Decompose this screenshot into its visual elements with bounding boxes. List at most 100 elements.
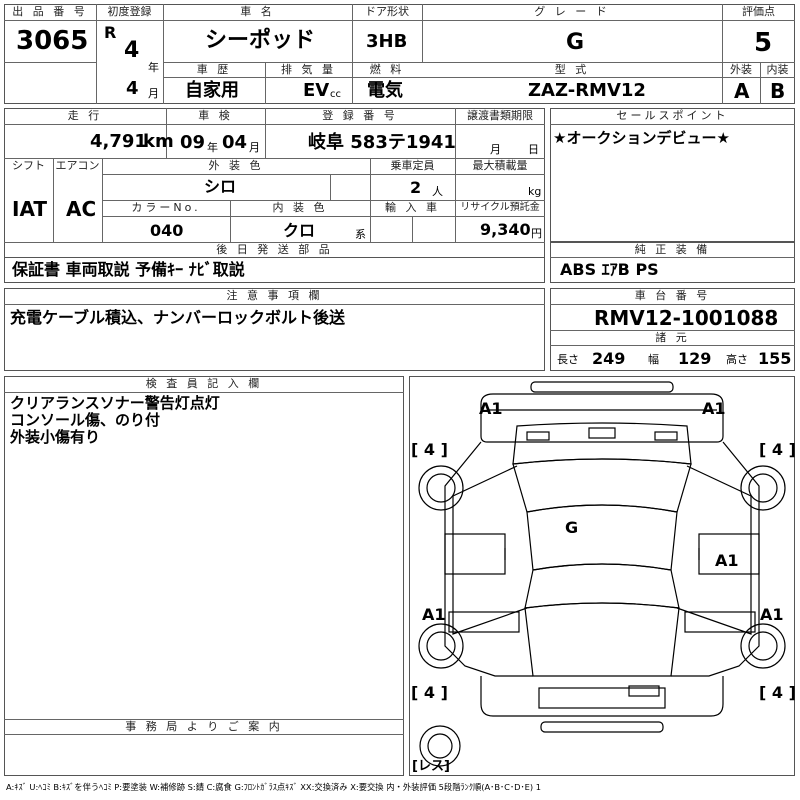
inspector-line-3: 外装小傷有り: [10, 428, 101, 446]
equipment-label: 純 正 装 備: [634, 243, 711, 256]
recycle-deposit-label: リサイクル預託金: [460, 202, 540, 213]
displacement-label: 排 気 量: [281, 63, 336, 76]
sales-point-box: [550, 108, 795, 242]
chassis-number: RMV12-1001088: [594, 306, 779, 330]
dimensions-label: 諸 元: [655, 331, 690, 344]
damage-rear-right: A1: [760, 605, 784, 624]
spare-tire: [レス]: [412, 759, 450, 774]
recycle-deposit: 9,340: [480, 220, 531, 239]
score: 5: [754, 28, 773, 58]
year-unit: 年: [148, 61, 159, 74]
notes-label: 注 意 事 項 欄: [226, 289, 323, 302]
mileage-label: 走 行: [67, 109, 103, 122]
notes-box: [4, 288, 545, 371]
length-value: 249: [592, 349, 626, 368]
door-type-label: ドア形状: [365, 5, 409, 18]
later-parts-box: [4, 257, 545, 283]
registration-year: 4: [124, 38, 140, 63]
inspection-label: 車 検: [198, 109, 233, 122]
damage-side-right: A1: [715, 551, 739, 570]
sales-point-label: セールスポイント: [616, 109, 729, 122]
inspection-year: 09: [180, 132, 206, 153]
exterior-color: シロ: [204, 177, 237, 196]
color-number: 040: [150, 221, 184, 240]
recycle-unit: 円: [531, 227, 542, 240]
tire-rear-right: [ 4 ]: [759, 683, 796, 702]
equipment-text: ABS ｴｱB PS: [560, 260, 659, 279]
grade-label: グ レ ー ド: [534, 5, 610, 18]
car-diagram: [418, 381, 786, 767]
legend: A:ｷｽﾞ U:ﾍｺﾐ B:ｷｽﾞを伴うﾍｺﾐ P:要塗装 W:補修跡 S:錆 …: [6, 782, 542, 792]
aircon: AC: [66, 197, 97, 221]
height-label: 高さ: [726, 353, 748, 366]
later-parts-text: 保証書 車両取説 予備ｷｰ ﾅﾋﾞ取説: [12, 260, 245, 279]
lot-number: 3065: [16, 26, 89, 56]
era-mark: R: [104, 23, 117, 42]
history-label: 車 歴: [196, 63, 232, 76]
capacity: 2: [410, 178, 422, 197]
mileage: 4,791: [90, 131, 147, 152]
office-label: 事 務 局 よ り ご 案 内: [125, 720, 283, 733]
details-box: [4, 108, 545, 258]
chassis-box: [550, 288, 795, 371]
aircon-label: エアコン: [55, 159, 100, 172]
transfer-month-unit: 月: [490, 143, 501, 156]
inspection-month-unit: 月: [249, 141, 260, 154]
inspection-month: 04: [222, 132, 248, 153]
registration-month: 4: [126, 78, 139, 99]
width-label: 幅: [648, 353, 659, 366]
sales-point-text: ★オークションデビュー★: [553, 129, 730, 147]
model-code: ZAZ-RMV12: [528, 80, 646, 101]
history: 自家用: [185, 80, 239, 101]
inspector-label: 検 査 員 記 入 欄: [145, 377, 263, 390]
damage-rear-left: A1: [422, 605, 446, 624]
interior-score: B: [770, 79, 786, 103]
shift: IAT: [12, 197, 48, 221]
diagram-box: [409, 376, 795, 776]
inspector-box: [4, 376, 404, 776]
car-name: シーポッド: [205, 28, 316, 53]
first-registration-label: 初度登録: [107, 5, 152, 18]
notes-text: 充電ケーブル積込、ナンバーロックボルト後送: [10, 308, 346, 327]
inspector-line-1: クリアランスソナー警告灯点灯: [10, 394, 220, 412]
exterior-color-label: 外 装 色: [208, 159, 264, 172]
damage-center: G: [565, 518, 579, 537]
color-number-label: カラーNo.: [131, 201, 201, 214]
length-label: 長さ: [557, 353, 579, 366]
fuel-label: 燃 料: [369, 63, 405, 76]
transfer-day-unit: 日: [528, 143, 539, 156]
model-label: 型 式: [554, 63, 590, 76]
inspector-line-2: コンソール傷、のり付: [10, 411, 161, 429]
damage-front-left: A1: [479, 399, 503, 418]
exterior-score-label: 外装: [730, 63, 752, 76]
mileage-unit: km: [143, 131, 174, 152]
capacity-label: 乗車定員: [390, 159, 435, 172]
plate-number: 岐阜 583テ1941: [308, 132, 456, 153]
equipment-box: [550, 242, 795, 283]
chassis-number-label: 車 台 番 号: [634, 289, 711, 302]
import-label: 輸 入 車: [385, 201, 440, 214]
interior-score-label: 内装: [766, 63, 789, 76]
door-type: 3HB: [366, 31, 408, 52]
height-value: 155: [758, 349, 792, 368]
damage-front-right: A1: [702, 399, 726, 418]
month-unit: 月: [148, 87, 159, 100]
car-name-label: 車 名: [240, 5, 275, 18]
shift-label: シフト: [12, 159, 45, 172]
displacement: EV: [303, 80, 330, 101]
tire-front-right: [ 4 ]: [759, 440, 796, 459]
capacity-unit: 人: [432, 185, 443, 198]
width-value: 129: [678, 349, 712, 368]
fuel: 電気: [367, 80, 403, 101]
tire-rear-left: [ 4 ]: [411, 683, 448, 702]
exterior-score: A: [734, 79, 750, 103]
cc-unit: cc: [330, 89, 341, 100]
interior-color-label: 内 装 色: [272, 201, 328, 214]
later-parts-label: 後 日 発 送 部 品: [216, 243, 333, 256]
max-load-unit: kg: [528, 185, 542, 198]
score-label: 評価点: [742, 5, 775, 18]
plate-label: 登 録 番 号: [322, 109, 398, 122]
max-load-label: 最大積載量: [472, 159, 528, 172]
transfer-deadline-label: 譲渡書類期限: [467, 109, 533, 122]
lot-number-label: 出 品 番 号: [12, 5, 88, 18]
